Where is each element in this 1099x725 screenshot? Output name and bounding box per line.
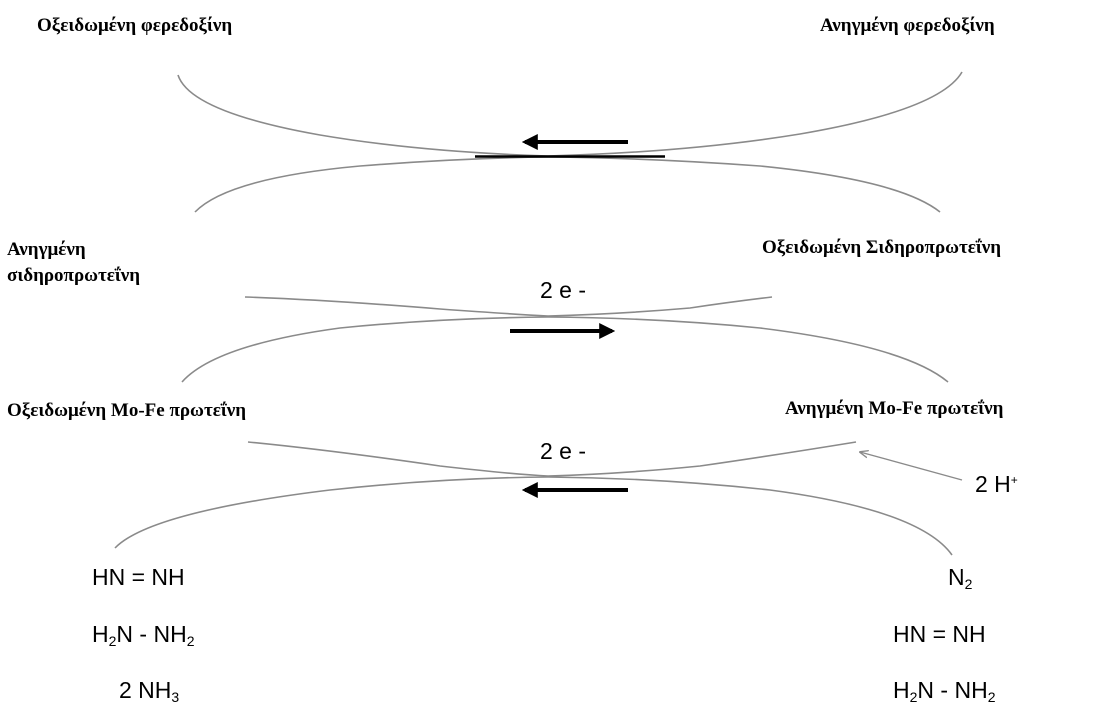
product-formula-part: H [92,621,109,647]
iron-protein-upper-curve [244,296,773,317]
substrate-formula: H2N - NH2 [893,676,996,711]
label-mofe-protein-reduced: Ανηγμένη Mo-Fe πρωτεΐνη [785,398,1004,419]
substrate-formula-part: N - NH [917,677,988,703]
product-formula-part: HN = NH [92,564,185,590]
iron-protein-curves [181,296,949,383]
label-ferredoxin-oxidized: Οξειδωμένη φερεδοξίνη [37,15,233,36]
ferredoxin-curves [177,71,963,213]
product-formula-part: N - NH [116,621,187,647]
product-formula-part: 2 NH [119,677,172,703]
substrate-formula-part: 2 [909,689,918,705]
proton-input-label: 2 H+ [975,466,1018,498]
product-formula: HN = NH [92,563,185,591]
iron-protein-lower-curve [181,316,949,383]
substrate-formula: N2 [948,563,972,598]
product-formula-part: 2 [186,633,195,649]
electron-label-bottom: 2 e - [540,438,587,464]
label-ferredoxin-reduced: Ανηγμένη φερεδοξίνη [820,15,995,36]
proton-input-arrow [860,452,963,481]
label-iron-protein-reduced-line2: σιδηροπρωτεΐνη [7,265,141,286]
mofe-protein-lower-curve [114,476,953,556]
product-formula-part: 3 [171,689,180,705]
mofe-protein-curves [114,441,963,556]
substrate-formula-part: HN = NH [893,621,986,647]
substrate-formula-part: N [948,564,965,590]
ferredoxin-lower-curve [194,156,941,213]
product-formula: H2N - NH2 [92,620,195,655]
substrate-formula-part: H [893,677,910,703]
label-mofe-protein-oxidized: Οξειδωμένη Mo-Fe πρωτεΐνη [7,400,246,421]
mofe-protein-upper-curve [247,441,857,477]
substrate-formula-part: 2 [987,689,996,705]
electron-label-middle: 2 e - [540,277,587,303]
product-formula: 2 NH3 [119,676,179,711]
substrate-formula-part: 2 [964,576,973,592]
proton-coefficient: 2 H [975,471,1011,497]
substrate-formula: HN = NH [893,620,986,648]
label-iron-protein-reduced-line1: Ανηγμένη [7,239,86,260]
label-iron-protein-oxidized: Οξειδωμένη Σιδηροπρωτεΐνη [762,237,1002,258]
product-formula-part: 2 [108,633,117,649]
proton-charge: + [1010,473,1018,487]
